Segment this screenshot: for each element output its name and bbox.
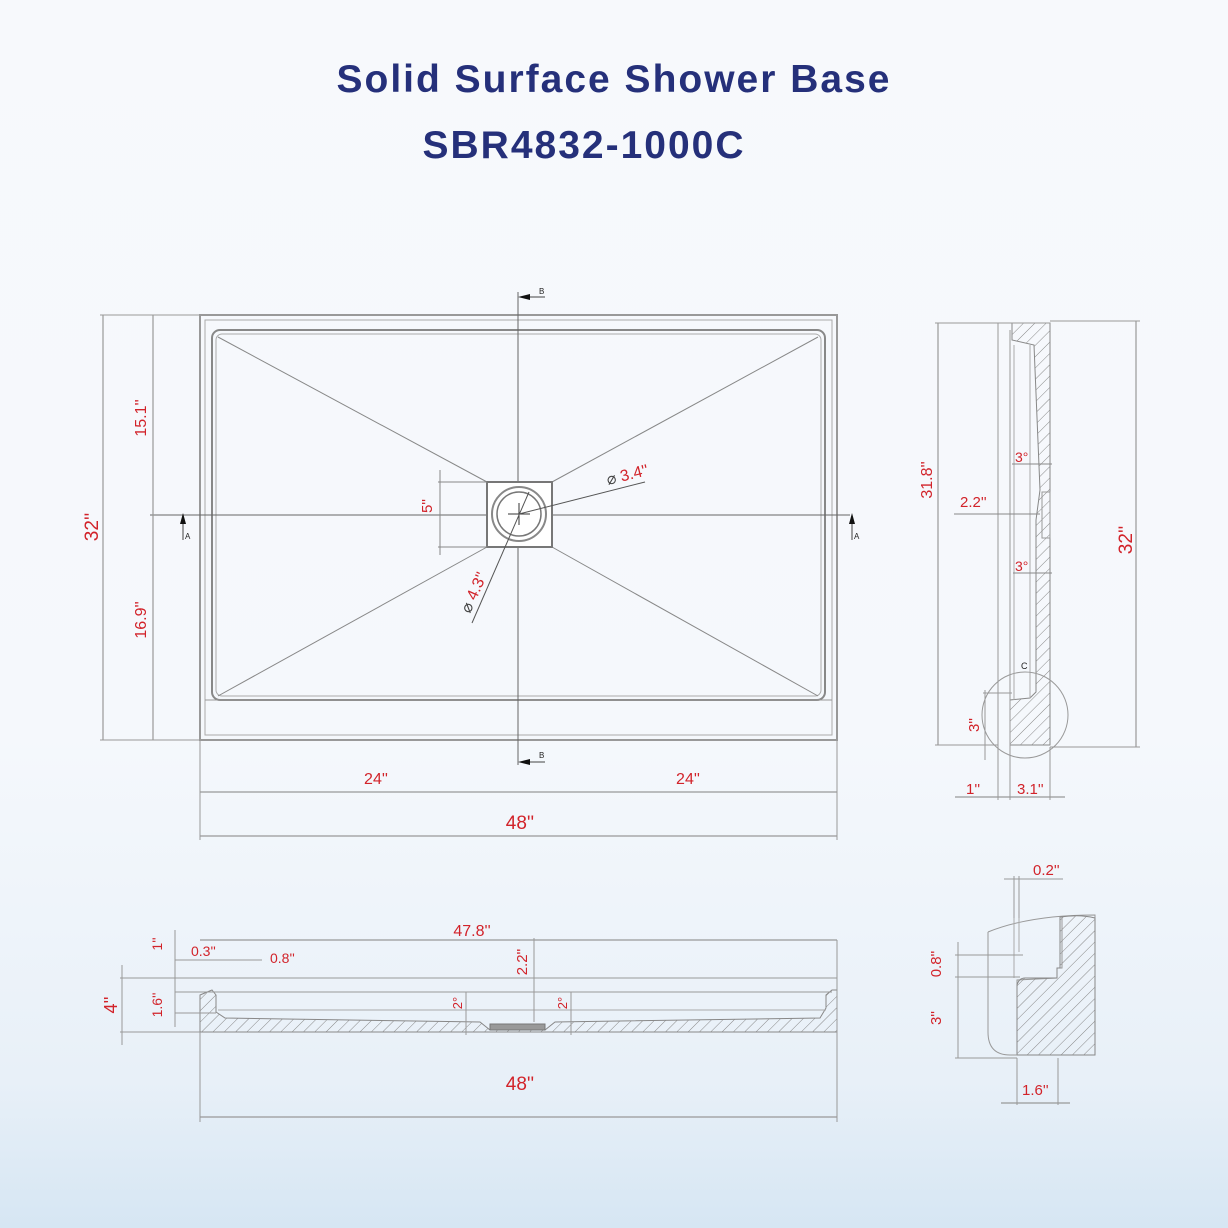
drain-square-dim: 5'' <box>419 499 436 513</box>
plan-depth-bottom-dim: 16.9'' <box>133 601 150 638</box>
front-section-view <box>120 930 838 1122</box>
front-lip-step-dim: 0.3'' <box>191 943 216 959</box>
diameter-symbol: ⌀ <box>605 470 619 489</box>
model-number: SBR4832-1000C <box>422 124 746 167</box>
detail-threshold-width-dim: 1.6'' <box>1022 1082 1049 1099</box>
section-marker-b-top: B <box>539 287 544 296</box>
section-marker-a-right: A <box>854 532 860 541</box>
half-width-left-dim: 24'' <box>364 771 388 788</box>
plan-width-dim: 48'' <box>506 813 534 834</box>
side-threshold-width-dim: 3.1'' <box>1017 781 1044 798</box>
side-drain-depth-dim: 2.2'' <box>960 494 987 511</box>
front-wall-lip-dim: 1'' <box>149 937 165 950</box>
front-slope-left-dim: 2° <box>450 997 465 1009</box>
side-slope-top-dim: 3° <box>1015 449 1028 465</box>
drain-outer-diameter-dim: ⌀ 4.3'' <box>458 570 491 616</box>
detail-groove-height-dim: 0.8'' <box>928 951 945 978</box>
front-wall-inner-height-dim: 1.6'' <box>149 993 165 1018</box>
side-section-view <box>935 320 1140 800</box>
detail-marker-c: C <box>1021 661 1028 671</box>
front-drain-depth-dim: 2.2'' <box>514 949 531 976</box>
front-inner-width-dim: 47.8'' <box>453 923 490 940</box>
plan-depth-dim: 32'' <box>82 513 103 541</box>
drain-inner-diameter-dim: ⌀ 3.4'' <box>605 462 650 489</box>
side-overall-height-dim: 32'' <box>1116 526 1137 554</box>
detail-threshold-height-dim: 3'' <box>928 1011 945 1025</box>
side-inner-height-dim: 31.8'' <box>919 461 936 498</box>
side-lip-width-dim: 1'' <box>966 781 980 798</box>
front-slope-right-dim: 2° <box>555 997 570 1009</box>
front-lip-width-dim: 0.8'' <box>270 950 295 966</box>
section-marker-a-left: A <box>185 532 191 541</box>
section-marker-b-bottom: B <box>539 751 544 760</box>
detail-c-view <box>955 876 1096 1105</box>
detail-groove-width-dim: 0.2'' <box>1033 862 1060 879</box>
front-overall-width-dim: 48'' <box>506 1074 534 1095</box>
page-title: Solid Surface Shower Base <box>336 58 892 101</box>
front-overall-height-dim: 4'' <box>101 997 121 1014</box>
side-threshold-height-dim: 3'' <box>966 718 983 732</box>
half-width-right-dim: 24'' <box>676 771 700 788</box>
side-slope-bottom-dim: 3° <box>1015 558 1028 574</box>
plan-depth-top-dim: 15.1'' <box>133 399 150 436</box>
plan-view <box>100 292 855 840</box>
